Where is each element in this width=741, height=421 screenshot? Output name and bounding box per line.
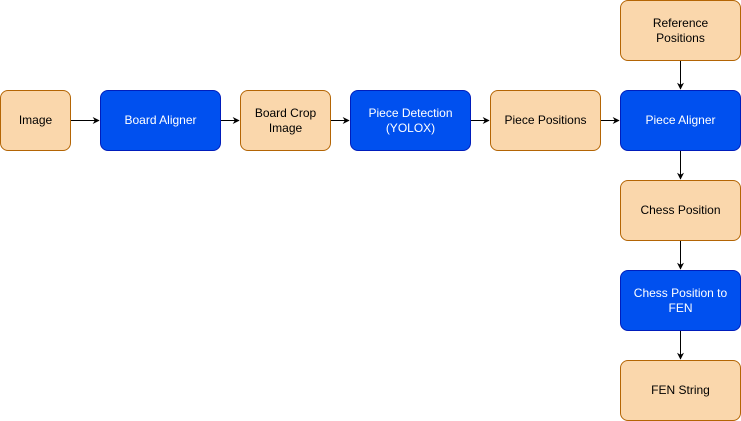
node-chess-position-label: Chess Position xyxy=(640,203,721,217)
node-piece-aligner: Piece Aligner xyxy=(620,90,741,151)
node-fen-string-label: FEN String xyxy=(651,383,710,397)
node-image-label: Image xyxy=(18,113,53,127)
node-piece-positions-label: Piece Positions xyxy=(504,113,587,127)
node-piece-detection: Piece Detection (YOLOX) xyxy=(350,90,471,151)
node-reference-positions-label: Reference Positions xyxy=(652,15,709,45)
node-image: Image xyxy=(0,90,71,151)
node-chess-position: Chess Position xyxy=(620,180,741,241)
node-board-crop-image-label: Board Crop Image xyxy=(254,105,317,135)
node-reference-positions: Reference Positions xyxy=(620,0,741,61)
node-board-aligner: Board Aligner xyxy=(100,90,221,151)
node-chess-position-to-fen-label: Chess Position to FEN xyxy=(633,285,728,315)
node-board-crop-image: Board Crop Image xyxy=(240,90,331,151)
node-piece-positions: Piece Positions xyxy=(490,90,601,151)
node-fen-string: FEN String xyxy=(620,360,741,421)
node-board-aligner-label: Board Aligner xyxy=(124,113,197,127)
node-chess-position-to-fen: Chess Position to FEN xyxy=(620,270,741,331)
node-piece-aligner-label: Piece Aligner xyxy=(645,113,716,127)
node-piece-detection-label: Piece Detection (YOLOX) xyxy=(368,105,453,135)
